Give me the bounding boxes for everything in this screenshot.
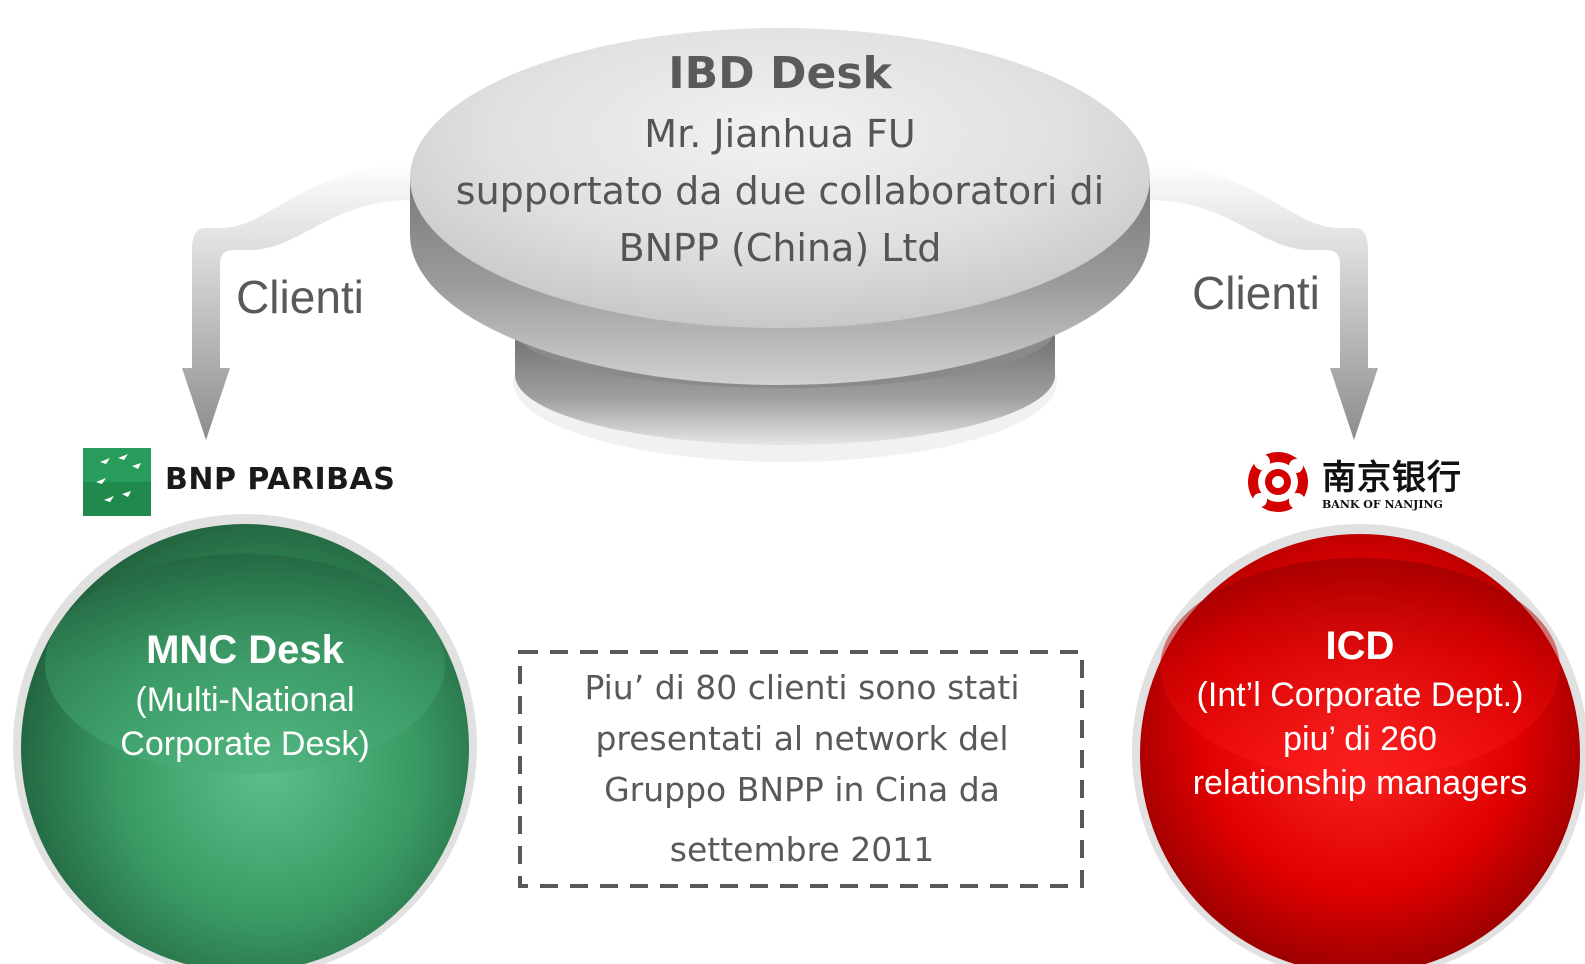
ibd-desk-shape (410, 28, 1150, 462)
note-line-3: Gruppo BNPP in Cina da (604, 770, 1000, 809)
icd-subtitle-3: relationship managers (1192, 764, 1528, 802)
icd-shape (1132, 524, 1585, 964)
bank-of-nanjing-logo (1248, 452, 1308, 512)
mnc-desk-subtitle-1: (Multi-National (135, 681, 355, 719)
note-line-2: presentati al network del (595, 719, 1009, 758)
ibd-desk-company: BNPP (China) Ltd (618, 226, 942, 270)
ibd-desk-title: IBD Desk (668, 48, 892, 99)
ibd-desk-support: supportato da due collaboratori di (455, 169, 1105, 213)
bank-of-nanjing-logo-text-en: BANK OF NANJING (1322, 498, 1443, 511)
icd-title: ICD (1325, 624, 1395, 668)
ibd-desk-manager: Mr. Jianhua FU (644, 112, 916, 156)
right-arrow-label: Clienti (1192, 267, 1320, 319)
mnc-desk-subtitle-2: Corporate Desk) (120, 725, 370, 763)
icd-subtitle-1: (Int’l Corporate Dept.) (1196, 676, 1524, 714)
bnp-paribas-logo (83, 448, 151, 516)
note-line-1: Piu’ di 80 clienti sono stati (584, 668, 1020, 707)
note-box (518, 650, 1084, 888)
icd-subtitle-2: piu’ di 260 (1283, 720, 1437, 758)
mnc-desk-title: MNC Desk (146, 628, 344, 672)
bnp-paribas-logo-text: BNP PARIBAS (165, 462, 396, 497)
right-arrow (1148, 162, 1378, 440)
left-arrow (182, 162, 412, 440)
bank-of-nanjing-logo-text-cn: 南京银行 (1322, 458, 1462, 498)
mnc-desk-shape (13, 514, 477, 964)
note-line-4: settembre 2011 (669, 830, 935, 869)
left-arrow-label: Clienti (236, 271, 364, 323)
